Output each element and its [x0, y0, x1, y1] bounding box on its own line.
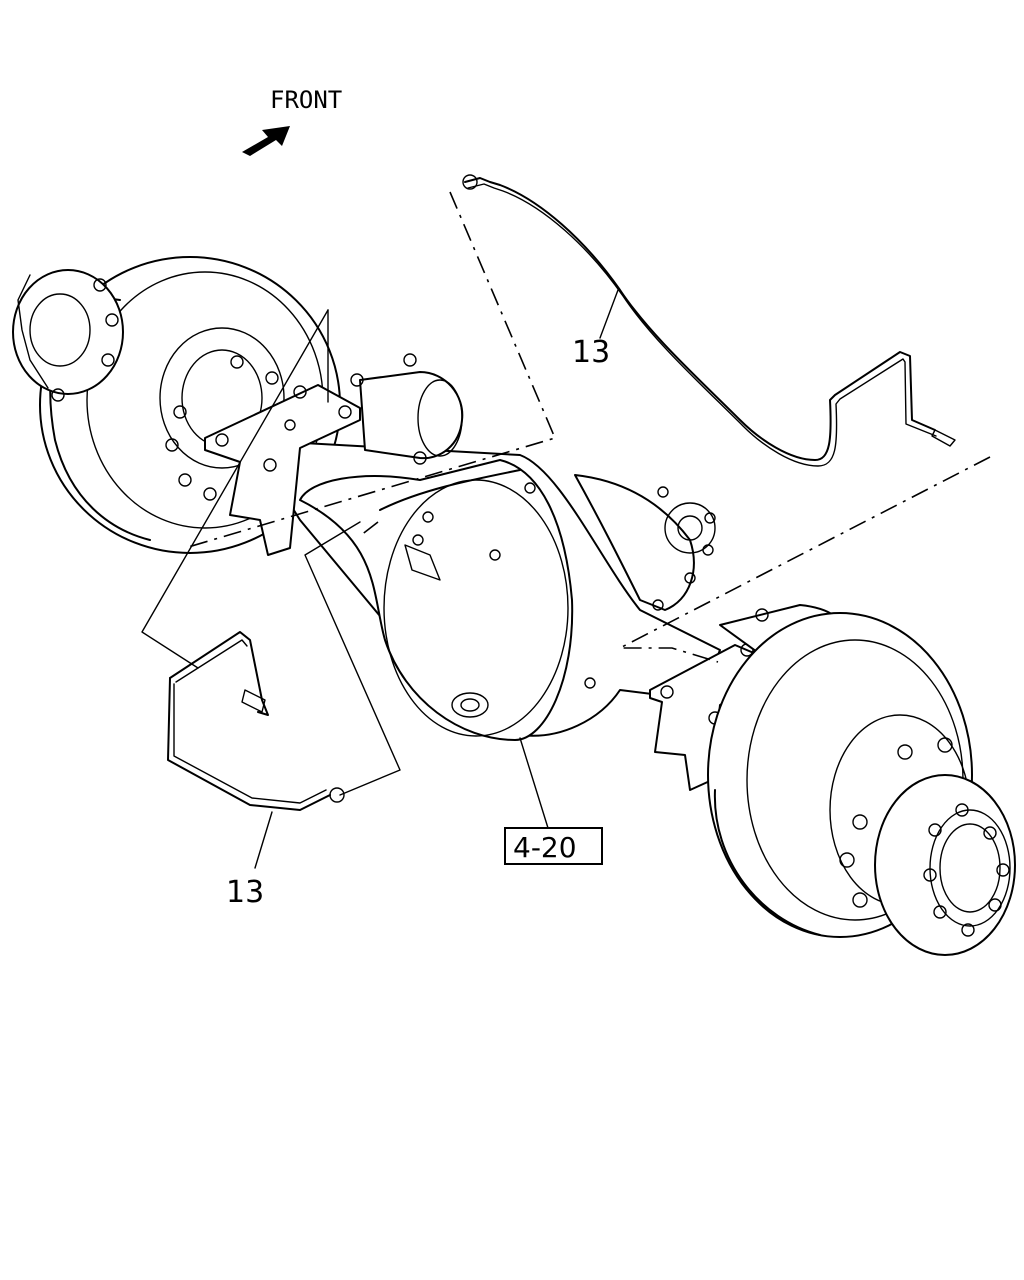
callout-number-lower: 13 — [226, 875, 264, 910]
front-arrow-icon — [242, 126, 290, 156]
right-wheel-hub — [874, 774, 1016, 956]
left-spring-seat — [204, 384, 361, 556]
left-brake-chamber — [350, 353, 464, 465]
front-label: FRONT — [270, 86, 342, 114]
brake-pipe-lower — [167, 631, 345, 811]
axle-reference-box[interactable]: 4-20 — [504, 827, 603, 865]
axle-reference-label: 4-20 — [513, 831, 577, 864]
callout-leader-lower — [254, 811, 273, 869]
differential-carrier — [574, 474, 716, 611]
leader-lines — [141, 191, 991, 796]
brake-pipe-upper — [462, 174, 956, 467]
callout-leader-upper — [599, 289, 619, 339]
left-hub-flange — [165, 355, 279, 501]
callout-leader-axle — [519, 737, 549, 829]
left-wheel-hub — [12, 269, 124, 402]
callout-number-upper: 13 — [572, 335, 610, 370]
right-hub-flange — [839, 737, 953, 908]
